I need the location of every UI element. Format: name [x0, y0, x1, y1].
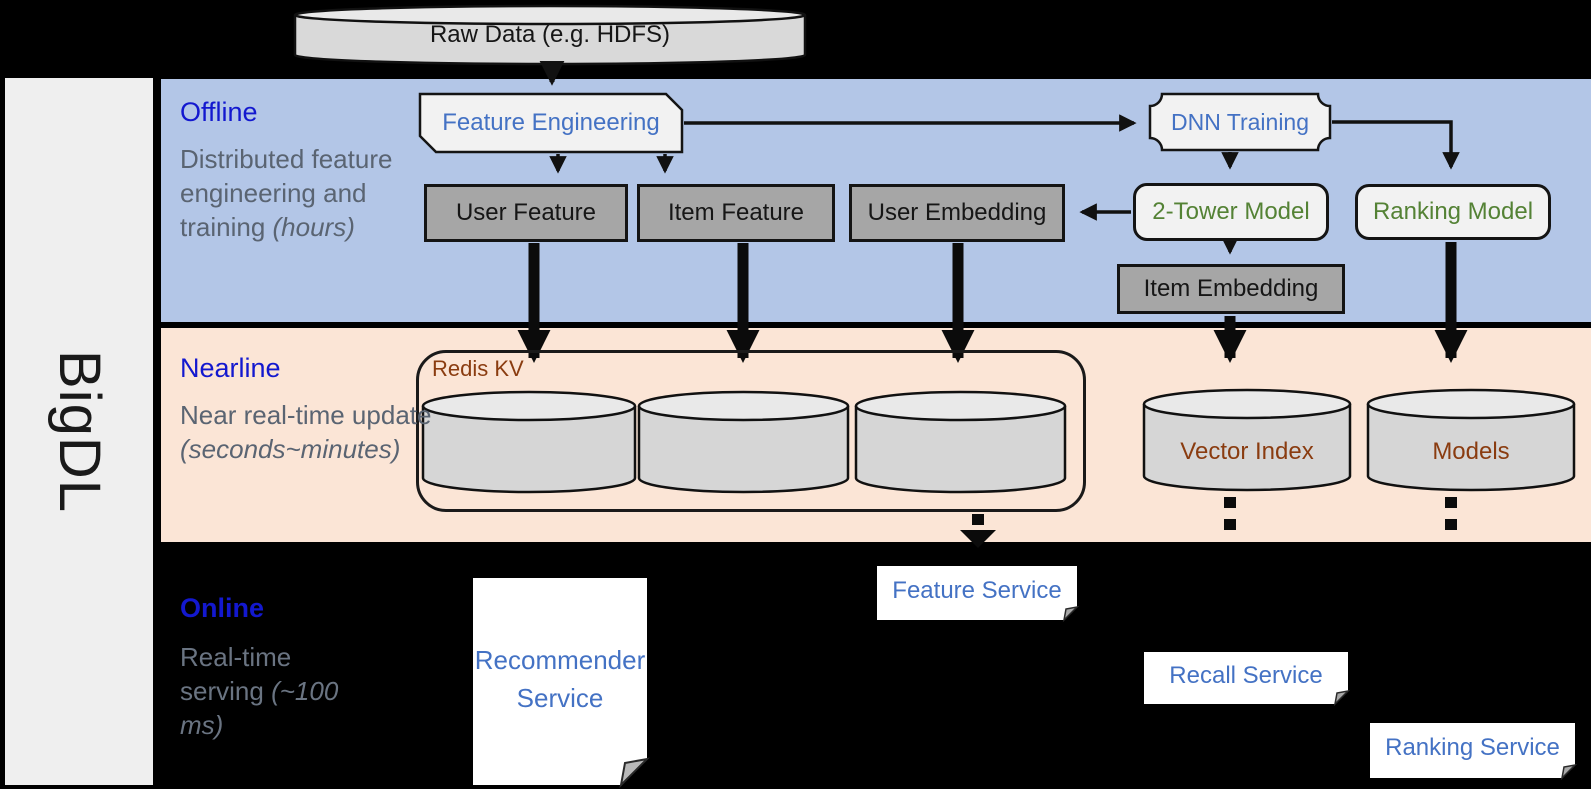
- offline-time-note: (hours): [272, 211, 355, 242]
- arrow-dnn-to-ranking-model: [1332, 120, 1460, 170]
- redis-kv-label: Redis KV: [432, 356, 524, 381]
- online-time-note: (~100 ms): [180, 675, 339, 740]
- dashed-arrow-redis-to-feature-service: [960, 514, 996, 548]
- item-feature-node: Item Feature: [637, 184, 835, 242]
- ranking-model-label: Ranking Model: [1372, 198, 1534, 225]
- two-tower-model-node: 2-Tower Model: [1133, 183, 1329, 241]
- recommender-service-shape: [473, 578, 650, 788]
- user-feature-node: User Feature: [424, 184, 628, 242]
- item-embedding-node: Item Embedding: [1117, 264, 1345, 314]
- dashed-arrow-models-to-ranking: [1445, 497, 1457, 530]
- redis-cylinder-1: [421, 390, 637, 494]
- recall-service-shape: [1144, 652, 1351, 707]
- models-cylinder: [1366, 388, 1576, 492]
- nearline-section-description: Near real-time update (seconds~minutes): [180, 400, 432, 464]
- ranking-service-shape: [1370, 723, 1578, 781]
- bigdl-brand-label: BigDL: [46, 350, 112, 513]
- ranking-model-node: Ranking Model: [1355, 184, 1551, 240]
- online-section-title: Online: [180, 593, 265, 623]
- nearline-section-title: Nearline: [180, 353, 281, 383]
- offline-section-description: Distributed feature engineering and trai…: [180, 144, 393, 242]
- dnn-training-shape: [1148, 92, 1332, 152]
- two-tower-model-label: 2-Tower Model: [1152, 198, 1310, 225]
- feature-service-shape: [877, 566, 1080, 623]
- redis-cylinder-2: [637, 390, 850, 494]
- dashed-arrow-vector-index-to-recall: [1224, 497, 1236, 530]
- item-embedding-label: Item Embedding: [1143, 275, 1319, 302]
- bigdl-sidebar: [5, 78, 153, 785]
- online-section-description: Real-time serving (~100 ms): [180, 642, 339, 740]
- user-embedding-node: User Embedding: [849, 184, 1065, 242]
- nearline-time-note: (seconds~minutes): [180, 433, 401, 464]
- item-feature-label: Item Feature: [667, 199, 805, 226]
- bigdl-brand: BigDL: [5, 78, 153, 785]
- raw-data-cylinder: [293, 4, 807, 66]
- user-feature-label: User Feature: [455, 199, 597, 226]
- redis-kv-container: [416, 350, 1086, 512]
- offline-section-title: Offline: [180, 97, 258, 127]
- vector-index-cylinder: [1142, 388, 1352, 492]
- user-embedding-label: User Embedding: [867, 199, 1047, 226]
- feature-engineering-shape: [418, 92, 684, 154]
